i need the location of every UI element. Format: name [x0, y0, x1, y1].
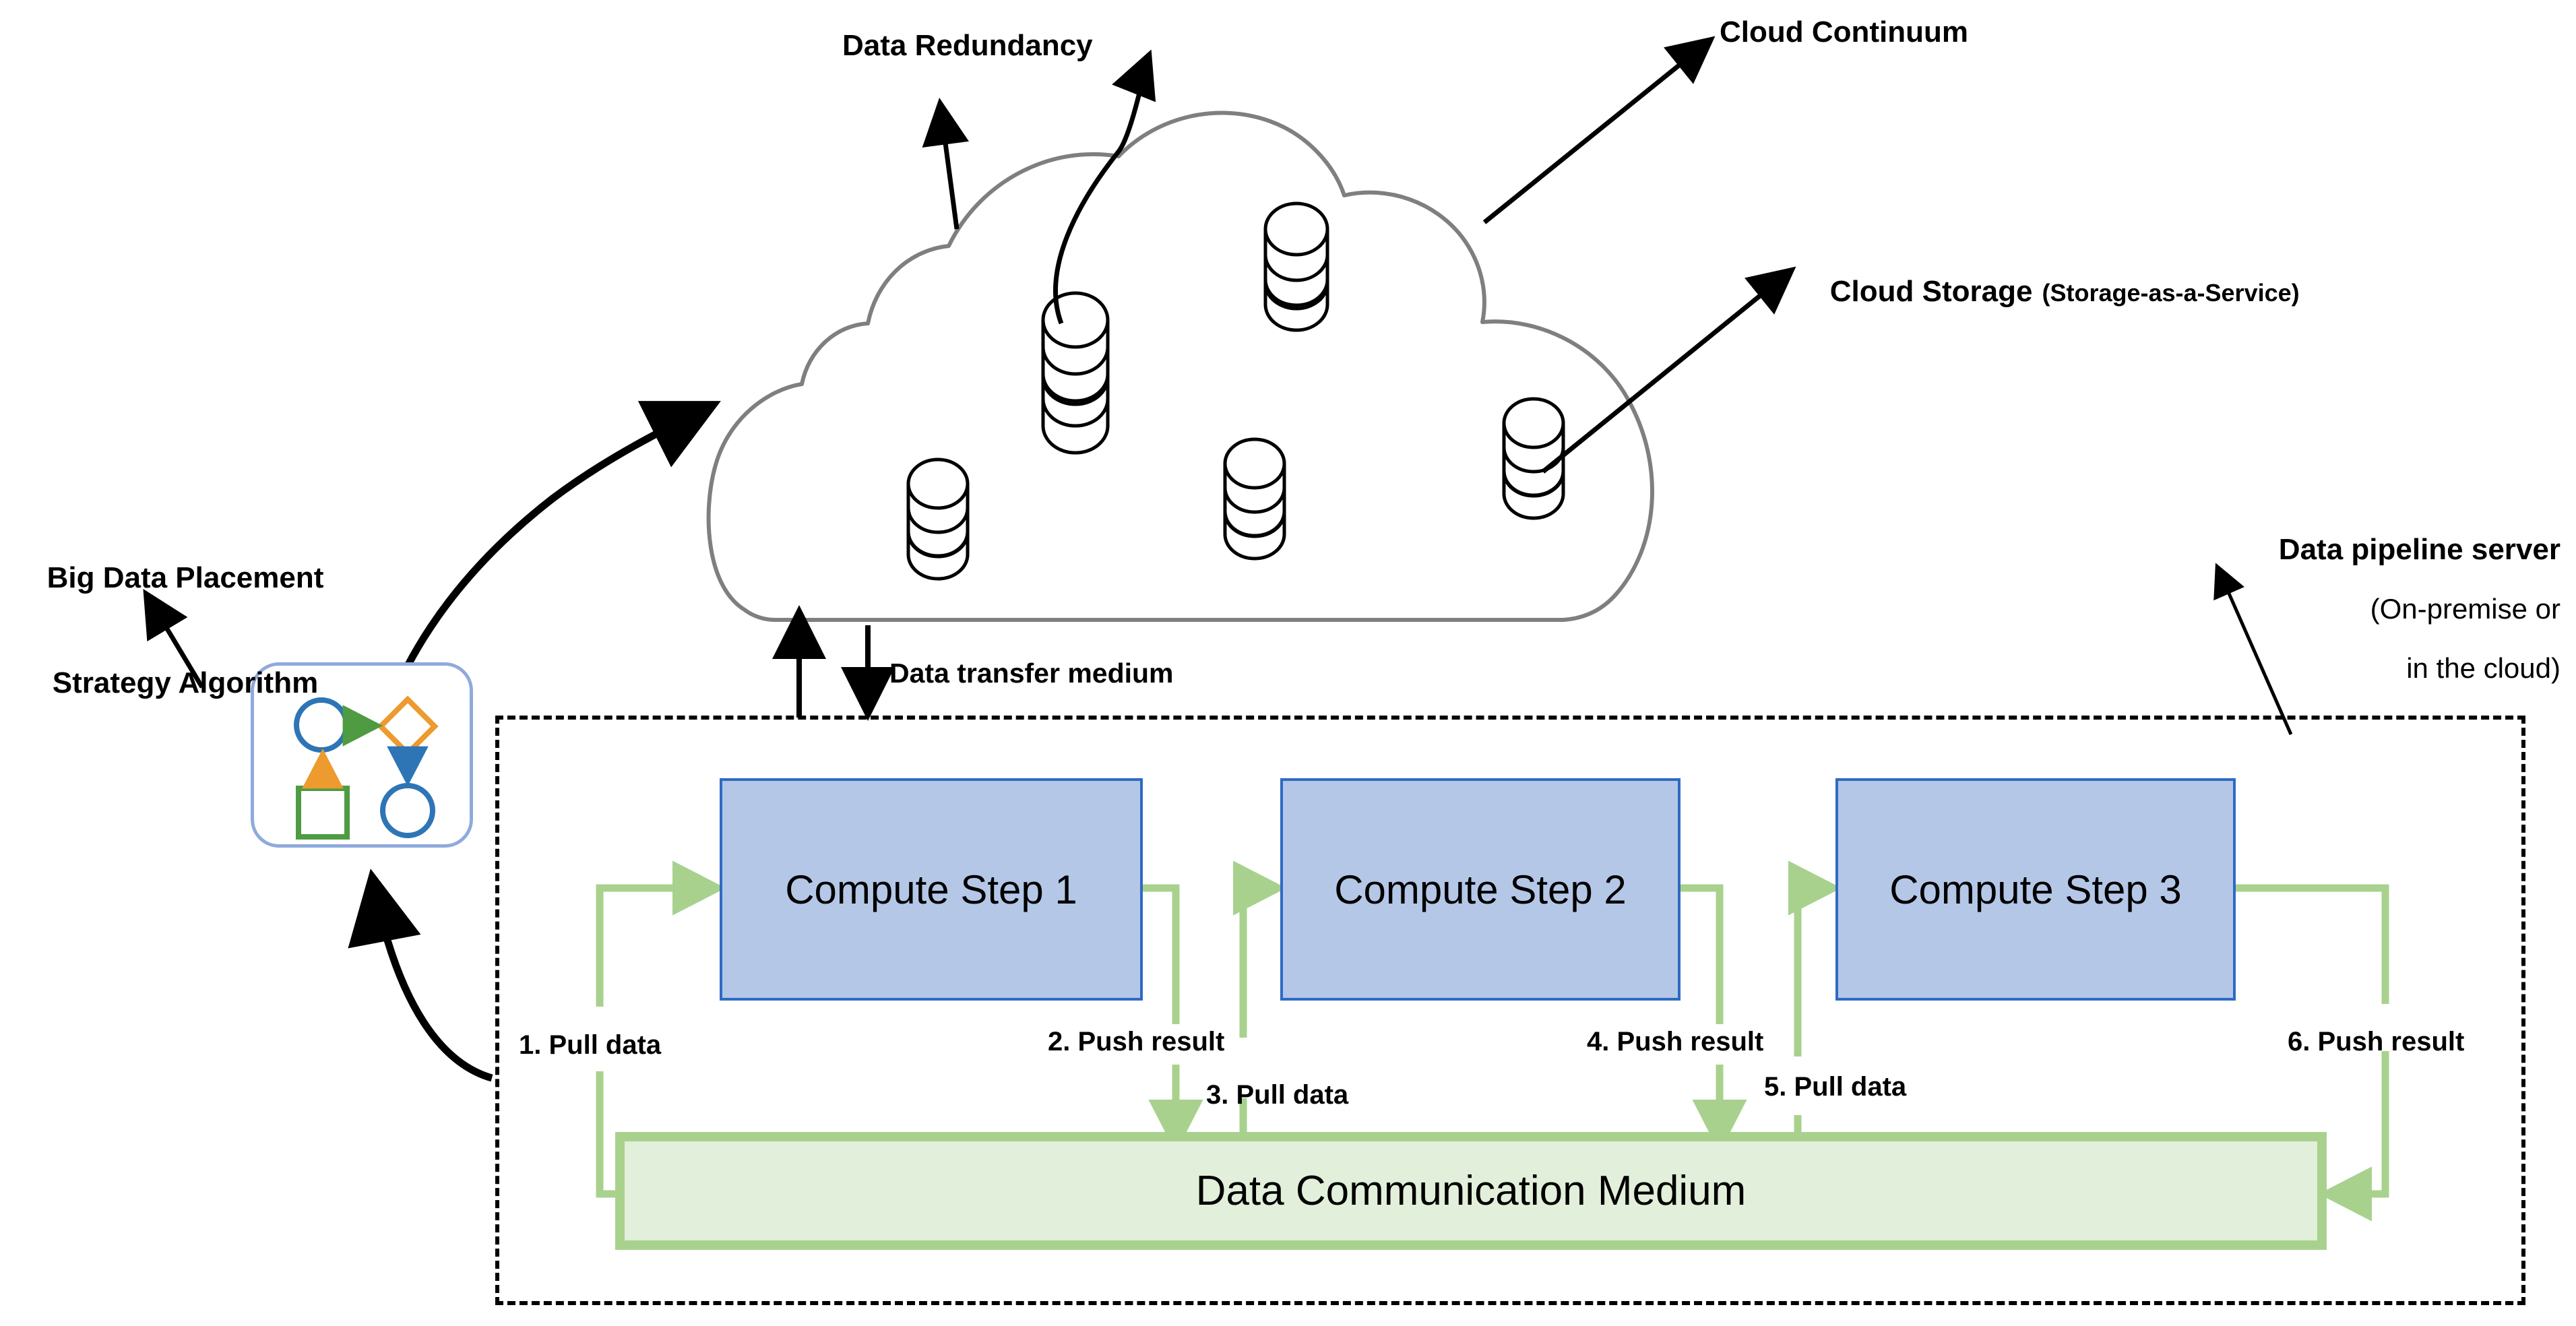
database-icon-1: [1041, 291, 1110, 455]
arrow-pipeline-server: [2213, 563, 2293, 736]
compute-step-1-label: Compute Step 1: [785, 866, 1077, 912]
flow-label-1-pull-data: 1. Pull data: [519, 1030, 662, 1060]
arrow-algorithm-label: [143, 588, 205, 689]
database-icon-3: [906, 457, 970, 581]
callout-data-redundancy: Data Redundancy: [842, 29, 1093, 62]
connector-1-pull-data: [596, 860, 726, 1198]
label-data-transfer-medium: Data transfer medium: [889, 658, 1174, 689]
arrow-pipeline-to-algorithm: [348, 869, 493, 1082]
compute-step-1-box[interactable]: Compute Step 1: [720, 778, 1143, 1001]
flow-label-2-push-result: 2. Push result: [1048, 1027, 1225, 1056]
compute-step-2-label: Compute Step 2: [1334, 866, 1627, 912]
algorithm-flow-icon: [294, 695, 439, 840]
connector-3-pull-data: [1232, 860, 1287, 1136]
flow-label-5-pull-data: 5. Pull data: [1764, 1072, 1907, 1102]
compute-step-3-box[interactable]: Compute Step 3: [1835, 778, 2236, 1001]
label-algorithm-title: Big Data Placement Strategy Algorithm: [27, 491, 344, 770]
compute-step-2-box[interactable]: Compute Step 2: [1280, 778, 1680, 1001]
arrow-data-redundancy-2: [922, 98, 969, 230]
callout-cloud-continuum: Cloud Continuum: [1720, 15, 1969, 49]
algorithm-shape-circle-bottom: [380, 783, 435, 838]
flow-label-4-push-result: 4. Push result: [1587, 1027, 1764, 1056]
label-data-pipeline-server-sub-line1: (On-premise or: [2370, 593, 2561, 625]
label-data-pipeline-server-sub-line2: in the cloud): [2406, 652, 2561, 684]
algorithm-shape-diamond: [377, 695, 439, 757]
arrow-cloud-storage: [1541, 266, 1796, 474]
label-algorithm-title-line2: Strategy Algorithm: [52, 666, 319, 699]
data-communication-medium-label: Data Communication Medium: [1195, 1168, 1747, 1214]
algorithm-shape-square: [296, 786, 350, 840]
cloud-shape: [706, 110, 1654, 622]
callout-cloud-storage: Cloud Storage (Storage-as-a-Service): [1818, 261, 2300, 322]
flow-label-3-pull-data: 3. Pull data: [1206, 1080, 1349, 1110]
flow-label-6-push-result: 6. Push result: [2288, 1027, 2465, 1056]
callout-cloud-storage-sub: (Storage-as-a-Service): [2042, 278, 2300, 307]
callout-cloud-storage-main: Cloud Storage: [1829, 274, 2033, 308]
data-pipeline-server-container: [495, 716, 2525, 1305]
compute-step-3-label: Compute Step 3: [1889, 866, 2182, 912]
data-communication-medium-bar[interactable]: Data Communication Medium: [615, 1132, 2327, 1250]
database-icon-2: [1263, 201, 1329, 332]
label-data-pipeline-server: Data pipeline server (On-premise or in t…: [2156, 507, 2561, 710]
label-algorithm-title-line1: Big Data Placement: [46, 561, 324, 594]
arrow-data-redundancy: [1053, 49, 1156, 325]
arrow-cloud-continuum: [1482, 36, 1716, 224]
label-data-pipeline-server-title: Data pipeline server: [2278, 532, 2561, 566]
big-data-placement-algorithm-card[interactable]: [251, 662, 473, 848]
database-icon-4: [1223, 437, 1286, 561]
